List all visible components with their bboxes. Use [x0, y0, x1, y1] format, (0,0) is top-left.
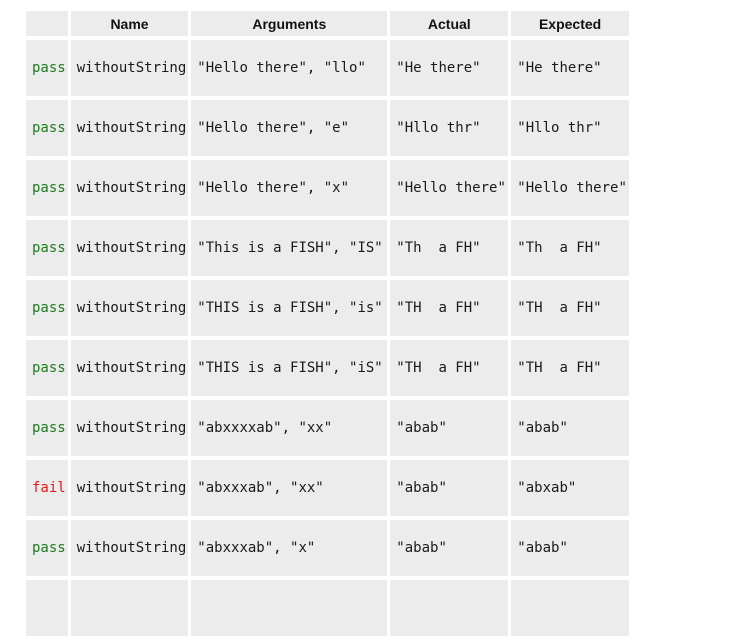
- actual-cell: "Hllo thr": [390, 100, 509, 156]
- actual-cell: "TH a FH": [390, 280, 509, 336]
- status-cell: pass: [26, 160, 68, 216]
- actual-cell: "abab": [390, 460, 509, 516]
- name-cell: withoutString: [70, 160, 189, 216]
- arguments-cell: "Hello there", "llo": [191, 40, 388, 96]
- header-name: Name: [70, 11, 189, 36]
- arguments-cell: "This is a FISH", "IS": [191, 220, 388, 276]
- expected-cell: "TH a FH": [511, 280, 629, 336]
- name-cell: withoutString: [70, 40, 189, 96]
- arguments-cell: "Hello there", "e": [191, 100, 388, 156]
- expected-cell: "He there": [511, 40, 629, 96]
- name-cell: withoutString: [70, 220, 189, 276]
- header-actual: Actual: [390, 11, 509, 36]
- arguments-cell: "abxxxxab", "xx": [191, 400, 388, 456]
- arguments-cell: "THIS is a FISH", "is": [191, 280, 388, 336]
- status-cell: pass: [26, 520, 68, 576]
- actual-cell: "abab": [390, 400, 509, 456]
- header-status: [26, 11, 68, 36]
- header-arguments: Arguments: [191, 11, 388, 36]
- expected-cell: "abab": [511, 520, 629, 576]
- header-row: Name Arguments Actual Expected: [26, 11, 629, 36]
- status-cell: pass: [26, 340, 68, 396]
- expected-cell: "abab": [511, 400, 629, 456]
- arguments-cell: "THIS is a FISH", "iS": [191, 340, 388, 396]
- actual-cell: "Th a FH": [390, 220, 509, 276]
- empty-cell: [26, 580, 68, 636]
- name-cell: withoutString: [70, 280, 189, 336]
- status-cell: pass: [26, 220, 68, 276]
- status-cell: pass: [26, 100, 68, 156]
- empty-cell: [70, 580, 189, 636]
- arguments-cell: "Hello there", "x": [191, 160, 388, 216]
- actual-cell: "abab": [390, 520, 509, 576]
- empty-cell: [191, 580, 388, 636]
- arguments-cell: "abxxxab", "x": [191, 520, 388, 576]
- name-cell: withoutString: [70, 400, 189, 456]
- table-header: Name Arguments Actual Expected: [26, 11, 629, 36]
- arguments-cell: "abxxxab", "xx": [191, 460, 388, 516]
- name-cell: withoutString: [70, 100, 189, 156]
- expected-cell: "Th a FH": [511, 220, 629, 276]
- empty-cell: [511, 580, 629, 636]
- actual-cell: "TH a FH": [390, 340, 509, 396]
- table-row-partial: [26, 580, 629, 636]
- expected-cell: "Hello there": [511, 160, 629, 216]
- name-cell: withoutString: [70, 520, 189, 576]
- name-cell: withoutString: [70, 460, 189, 516]
- expected-cell: "TH a FH": [511, 340, 629, 396]
- status-cell: pass: [26, 400, 68, 456]
- empty-cell: [390, 580, 509, 636]
- expected-cell: "abxab": [511, 460, 629, 516]
- actual-cell: "Hello there": [390, 160, 509, 216]
- expected-cell: "Hllo thr": [511, 100, 629, 156]
- header-expected: Expected: [511, 11, 629, 36]
- status-cell: pass: [26, 40, 68, 96]
- status-cell: pass: [26, 280, 68, 336]
- actual-cell: "He there": [390, 40, 509, 96]
- status-cell: fail: [26, 460, 68, 516]
- name-cell: withoutString: [70, 340, 189, 396]
